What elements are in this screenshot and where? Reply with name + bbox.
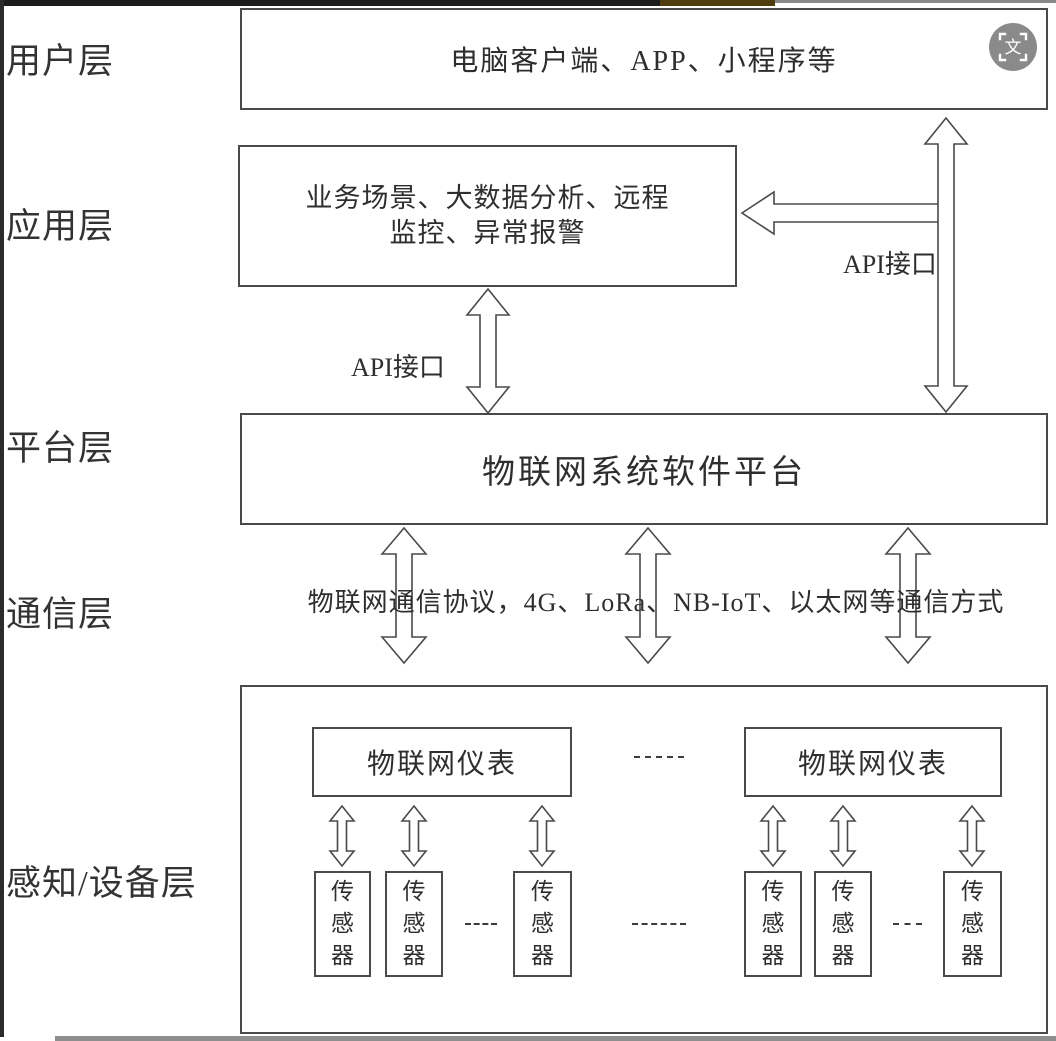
user-layer-box: 电脑客户端、APP、小程序等 bbox=[240, 8, 1048, 110]
dots-separator-groups bbox=[632, 923, 686, 925]
application-box-text-line2: 监控、异常报警 bbox=[389, 218, 586, 248]
sensor-box: 传感器 bbox=[385, 871, 443, 977]
sensor-box: 传感器 bbox=[744, 871, 802, 977]
dots-separator-sensors-left bbox=[465, 923, 497, 925]
sensor-text: 传感器 bbox=[961, 879, 984, 968]
dots-separator-meters bbox=[634, 756, 684, 758]
top-edge-bar bbox=[0, 0, 660, 6]
meter-sensor-double-arrow-3 bbox=[528, 804, 556, 868]
sensor-box: 传感器 bbox=[513, 871, 572, 977]
meter-sensor-double-arrow-2 bbox=[400, 804, 428, 868]
iot-meter-box-left: 物联网仪表 bbox=[312, 727, 572, 797]
translate-glyph: 文 bbox=[1005, 38, 1022, 57]
iot-meter-right-text: 物联网仪表 bbox=[797, 749, 948, 780]
meter-sensor-double-arrow-4 bbox=[759, 804, 787, 868]
layer-label-user: 用户层 bbox=[6, 42, 115, 81]
application-box-text-line1: 业务场景、大数据分析、远程 bbox=[305, 183, 670, 213]
comm-double-arrow-left bbox=[380, 526, 428, 665]
platform-layer-box: 物联网系统软件平台 bbox=[240, 413, 1048, 525]
sensor-text: 传感器 bbox=[831, 879, 855, 968]
api-label-left: API接口 bbox=[351, 353, 445, 382]
user-layer-box-text: 电脑客户端、APP、小程序等 bbox=[450, 46, 838, 77]
layer-label-device: 感知/设备层 bbox=[6, 864, 197, 903]
meter-sensor-double-arrow-6 bbox=[958, 804, 986, 868]
sensor-box: 传感器 bbox=[814, 871, 872, 977]
meter-sensor-double-arrow-1 bbox=[328, 804, 356, 868]
sensor-text: 传感器 bbox=[331, 879, 354, 968]
comm-double-arrow-right bbox=[884, 526, 932, 665]
bottom-edge-strip bbox=[55, 1036, 1056, 1041]
application-layer-box: 业务场景、大数据分析、远程 监控、异常报警 bbox=[238, 145, 737, 287]
api-label-right: API接口 bbox=[843, 250, 937, 279]
communication-protocol-text: 物联网通信协议，4G、LoRa、NB-IoT、以太网等通信方式 bbox=[307, 588, 1005, 617]
sensor-text: 传感器 bbox=[531, 879, 554, 968]
top-edge-bar-brown bbox=[660, 0, 775, 6]
sensor-box: 传感器 bbox=[314, 871, 371, 977]
sensor-text: 传感器 bbox=[761, 879, 785, 968]
user-platform-double-arrow bbox=[923, 116, 969, 414]
platform-box-text: 物联网系统软件平台 bbox=[482, 455, 806, 491]
iot-meter-box-right: 物联网仪表 bbox=[744, 727, 1002, 797]
left-edge-bar bbox=[0, 0, 4, 1037]
translate-button[interactable]: 文 bbox=[989, 23, 1037, 71]
iot-meter-left-text: 物联网仪表 bbox=[366, 749, 517, 780]
sensor-box: 传感器 bbox=[943, 871, 1002, 977]
meter-sensor-double-arrow-5 bbox=[829, 804, 857, 868]
layer-label-platform: 平台层 bbox=[6, 429, 115, 468]
app-platform-double-arrow bbox=[465, 287, 511, 415]
translate-icon: 文 bbox=[989, 23, 1037, 71]
api-branch-arrow bbox=[740, 190, 945, 236]
layer-label-communication: 通信层 bbox=[6, 595, 115, 634]
layer-label-application: 应用层 bbox=[6, 207, 115, 246]
sensor-text: 传感器 bbox=[402, 879, 426, 968]
top-edge-bar-gray bbox=[775, 0, 1056, 3]
dots-separator-sensors-right bbox=[893, 923, 922, 925]
comm-double-arrow-middle bbox=[624, 526, 672, 665]
